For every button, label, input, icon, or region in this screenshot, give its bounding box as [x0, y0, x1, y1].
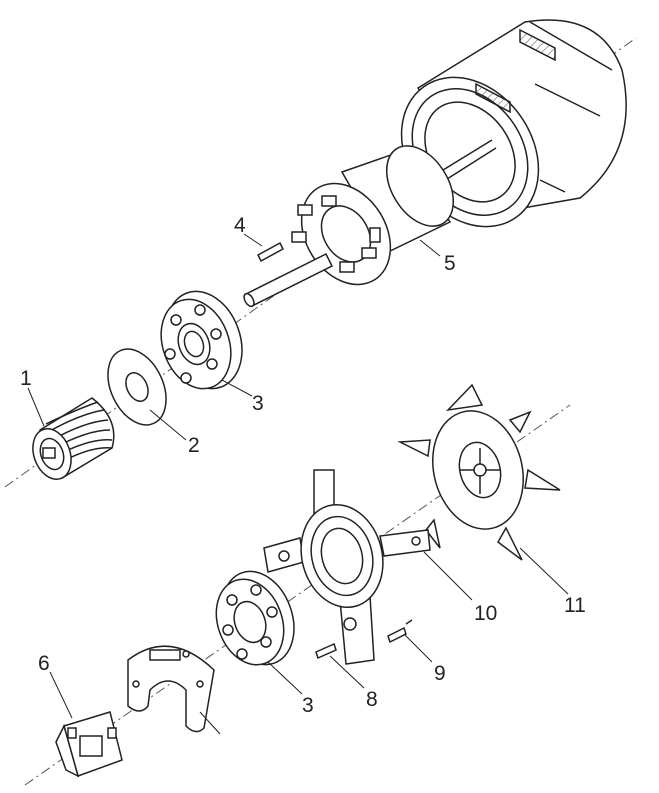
callout-11: 11	[564, 594, 586, 617]
callout-6: 6	[38, 652, 50, 675]
callout-labels: 1 2 3 4 5 3 6 8 9 10 11	[20, 214, 586, 717]
callout-8: 8	[366, 688, 378, 711]
leader-2	[149, 409, 187, 441]
leader-8	[329, 655, 365, 689]
leader-lines	[27, 233, 569, 735]
screw-9	[388, 620, 412, 642]
leader-5	[419, 239, 441, 257]
washer	[97, 340, 178, 434]
brush-holder	[128, 646, 214, 731]
callout-4: 4	[234, 214, 246, 237]
leader-11	[519, 547, 569, 595]
leader-brush	[199, 711, 221, 735]
commutator-cap	[56, 712, 122, 776]
ball-bearing-upper	[149, 281, 255, 400]
worm-gear	[26, 398, 114, 485]
callout-9: 9	[434, 662, 446, 685]
fan	[400, 385, 560, 560]
callout-3-lower: 3	[302, 694, 314, 717]
leader-4	[243, 233, 263, 247]
bracket-flange	[264, 470, 430, 664]
callout-5: 5	[444, 252, 456, 275]
leader-3b	[267, 661, 303, 695]
leader-6	[49, 671, 73, 719]
callout-10: 10	[474, 602, 497, 625]
leader-9	[403, 633, 433, 663]
callout-3-upper: 3	[252, 392, 264, 415]
spring-8	[316, 644, 336, 658]
ball-bearing-lower	[205, 561, 306, 674]
leader-10	[423, 551, 473, 601]
key-pin	[258, 243, 283, 261]
callout-1: 1	[20, 367, 32, 390]
callout-2: 2	[188, 434, 200, 457]
leader-3a	[221, 379, 253, 397]
leader-1	[27, 387, 45, 427]
rotor	[242, 134, 496, 308]
